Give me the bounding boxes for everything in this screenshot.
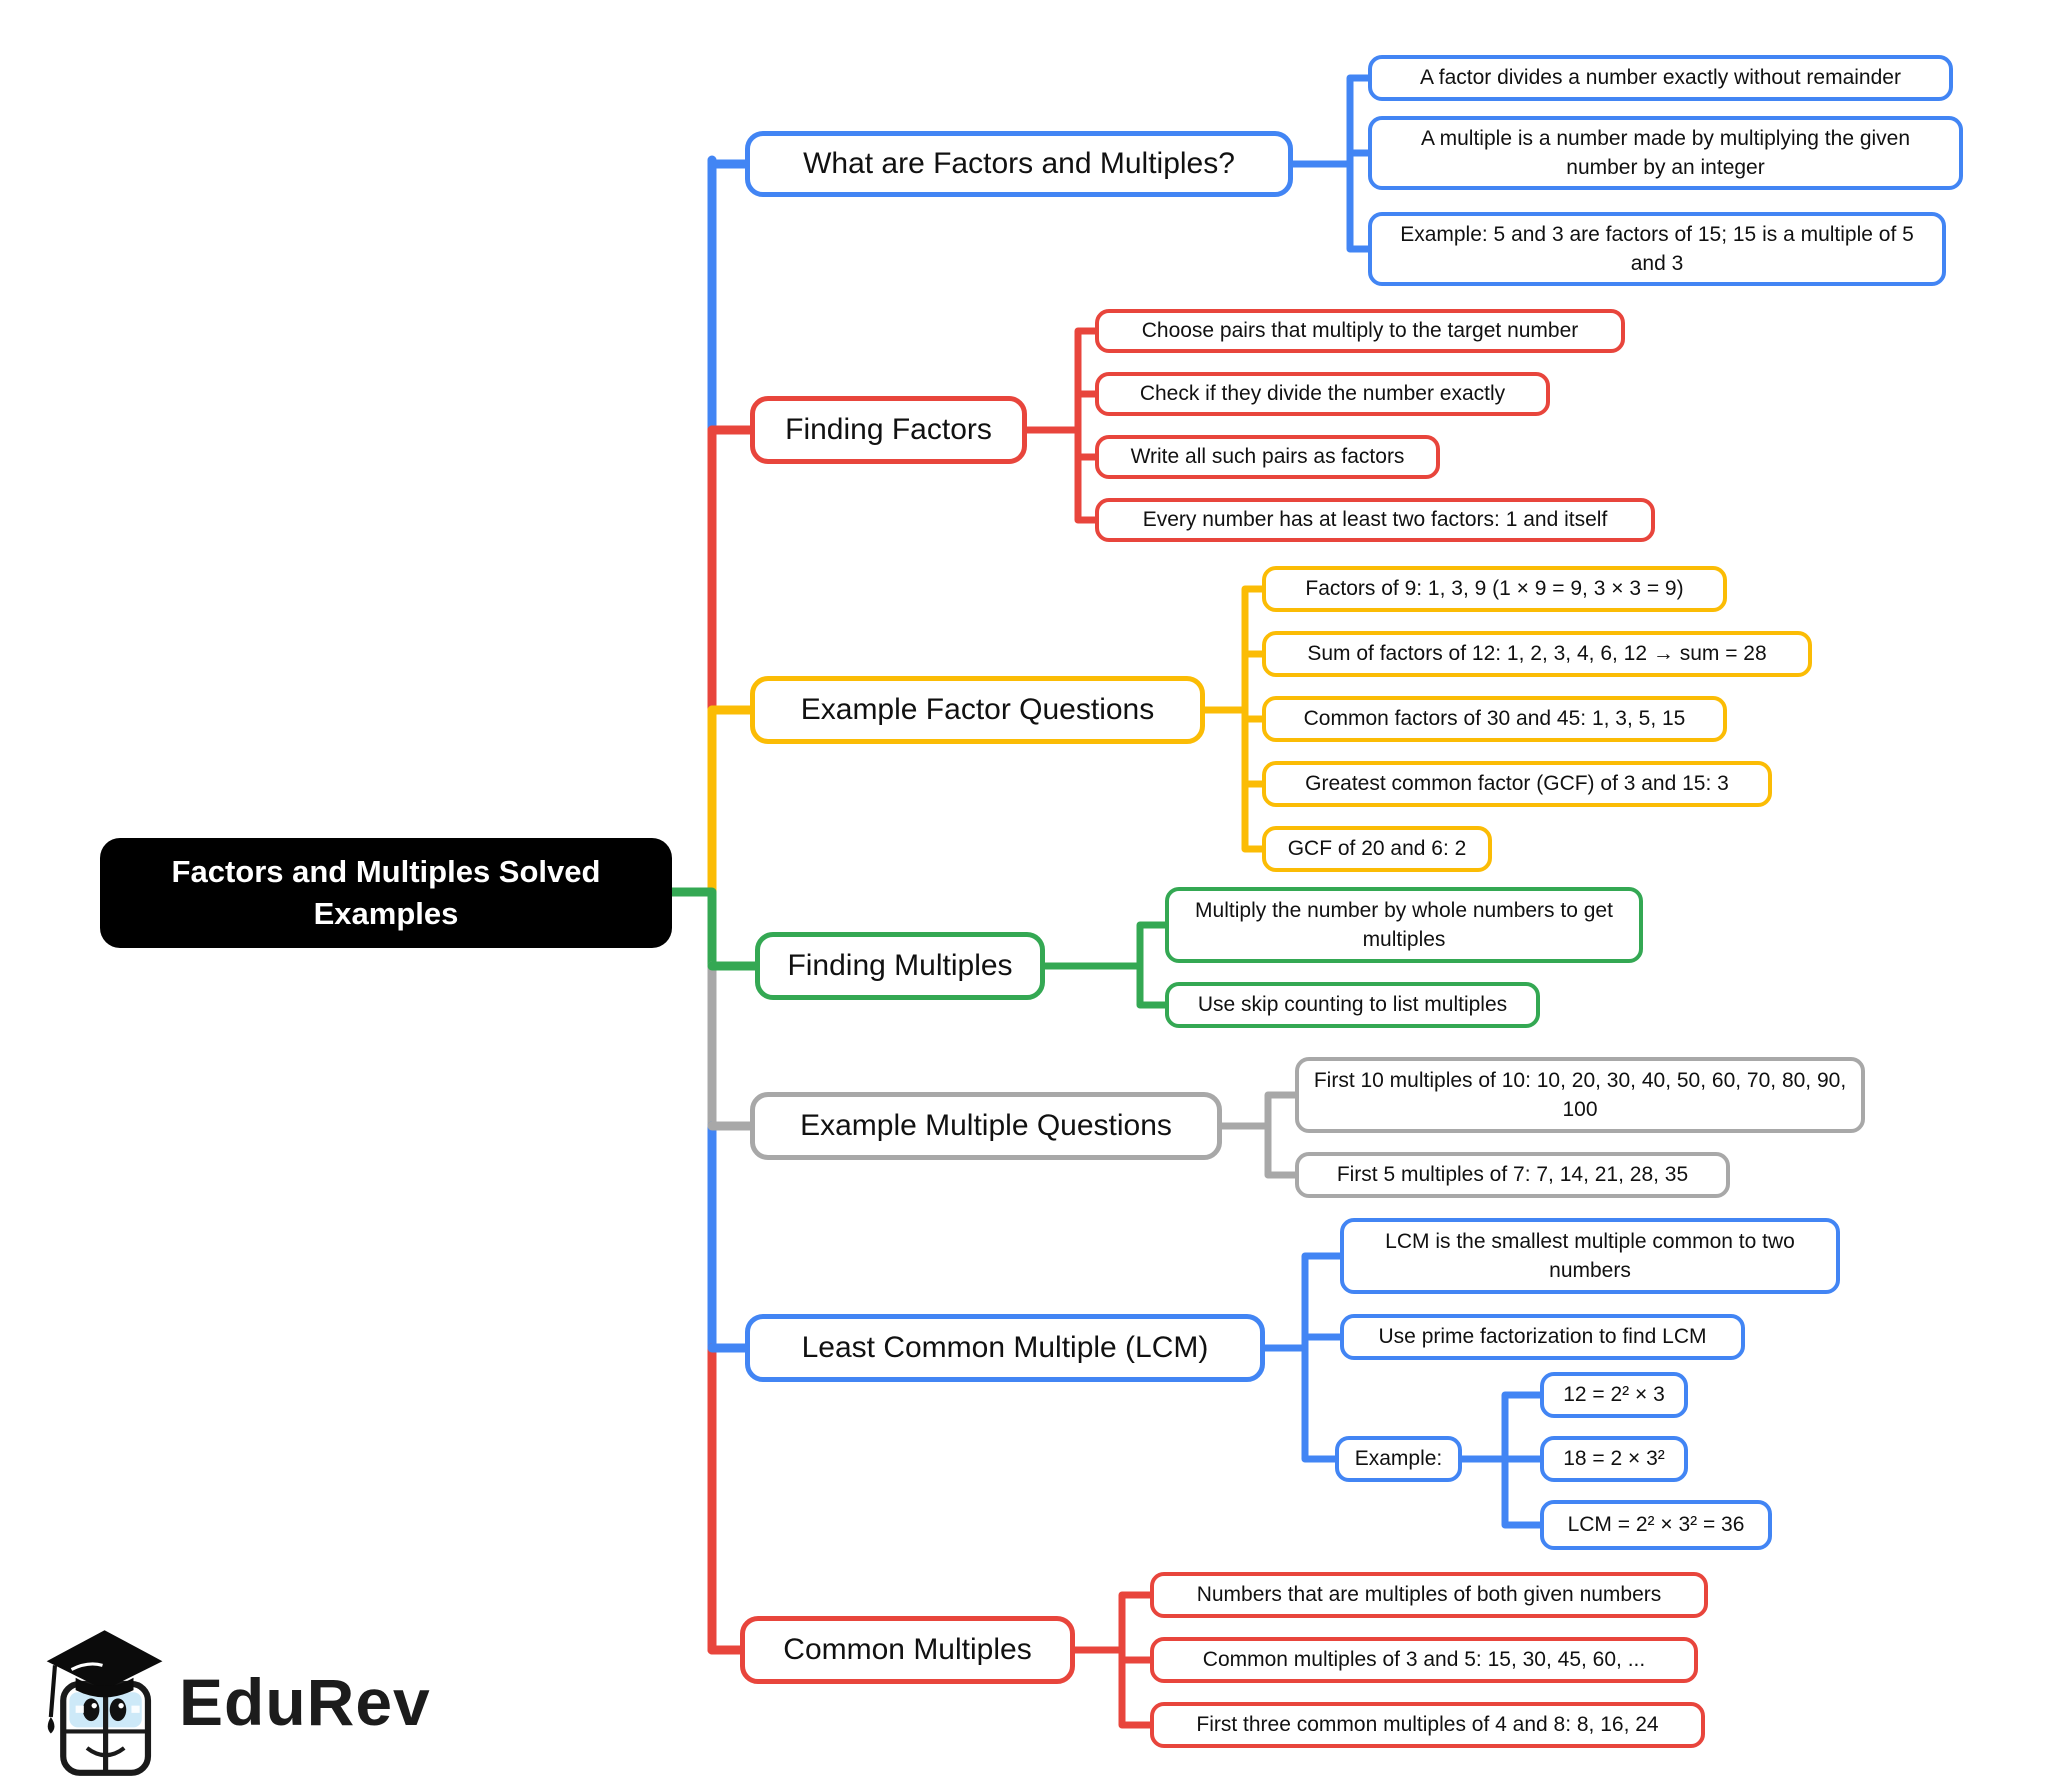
child-links-example-factor xyxy=(1201,585,1270,853)
root-node: Factors and Multiples Solved Examples xyxy=(100,838,672,948)
branch-example-factor-questions: Example Factor Questions xyxy=(750,676,1205,744)
trunk-segment-green-root xyxy=(663,887,717,971)
child-links-common-multiples xyxy=(1071,1591,1158,1729)
branch-least-common-multiple: Least Common Multiple (LCM) xyxy=(745,1314,1265,1382)
child-lcm-example-label: Example: xyxy=(1335,1436,1462,1482)
child-common-factors-30-45: Common factors of 30 and 45: 1, 3, 5, 15 xyxy=(1262,696,1727,742)
child-multiply-whole-numbers: Multiply the number by whole numbers to … xyxy=(1165,887,1643,963)
child-multiples-of-10: First 10 multiples of 10: 10, 20, 30, 40… xyxy=(1295,1057,1865,1133)
child-common-multiples-3-5: Common multiples of 3 and 5: 15, 30, 45,… xyxy=(1150,1637,1698,1683)
child-factor-multiple-example: Example: 5 and 3 are factors of 15; 15 i… xyxy=(1368,212,1946,286)
child-gcf-3-15: Greatest common factor (GCF) of 3 and 15… xyxy=(1262,761,1772,807)
subchild-18-factorization: 18 = 2 × 3² xyxy=(1540,1436,1688,1482)
child-two-factors-minimum: Every number has at least two factors: 1… xyxy=(1095,498,1655,542)
child-links-example-multiple xyxy=(1218,1091,1303,1179)
child-skip-counting: Use skip counting to list multiples xyxy=(1165,982,1540,1028)
child-multiple-definition: A multiple is a number made by multiplyi… xyxy=(1368,116,1963,190)
child-common-multiples-4-8: First three common multiples of 4 and 8:… xyxy=(1150,1702,1705,1748)
branch-what-are-factors-and-multiples: What are Factors and Multiples? xyxy=(745,131,1293,197)
edurev-wordmark: EduRev xyxy=(179,1664,431,1739)
child-links-finding-multiples xyxy=(1041,921,1173,1009)
child-factor-definition: A factor divides a number exactly withou… xyxy=(1368,55,1953,101)
child-write-pairs: Write all such pairs as factors xyxy=(1095,435,1440,479)
subchild-lcm-result: LCM = 2² × 3² = 36 xyxy=(1540,1500,1772,1550)
child-links-finding-factors xyxy=(1023,327,1103,524)
child-lcm-definition: LCM is the smallest multiple common to t… xyxy=(1340,1218,1840,1294)
child-choose-pairs: Choose pairs that multiply to the target… xyxy=(1095,309,1625,353)
child-common-multiples-definition: Numbers that are multiples of both given… xyxy=(1150,1572,1708,1618)
branch-common-multiples: Common Multiples xyxy=(740,1616,1075,1684)
edurev-mascot-icon xyxy=(46,1630,163,1776)
child-links-lcm-example xyxy=(1458,1391,1548,1529)
subchild-12-factorization: 12 = 2² × 3 xyxy=(1540,1372,1688,1418)
child-factors-of-9: Factors of 9: 1, 3, 9 (1 × 9 = 9, 3 × 3 … xyxy=(1262,566,1727,612)
child-links-lcm xyxy=(1261,1252,1348,1463)
child-check-divide: Check if they divide the number exactly xyxy=(1095,372,1550,416)
branch-example-multiple-questions: Example Multiple Questions xyxy=(750,1092,1222,1160)
child-multiples-of-7: First 5 multiples of 7: 7, 14, 21, 28, 3… xyxy=(1295,1152,1730,1198)
child-prime-factorization: Use prime factorization to find LCM xyxy=(1340,1314,1745,1360)
edurev-logo: EduRev xyxy=(40,1624,431,1779)
branch-finding-multiples: Finding Multiples xyxy=(755,932,1045,1000)
child-gcf-20-6: GCF of 20 and 6: 2 xyxy=(1262,826,1492,872)
branch-finding-factors: Finding Factors xyxy=(750,396,1027,464)
child-sum-of-factors-12: Sum of factors of 12: 1, 2, 3, 4, 6, 12 … xyxy=(1262,631,1812,677)
child-links-what-are xyxy=(1289,74,1376,253)
